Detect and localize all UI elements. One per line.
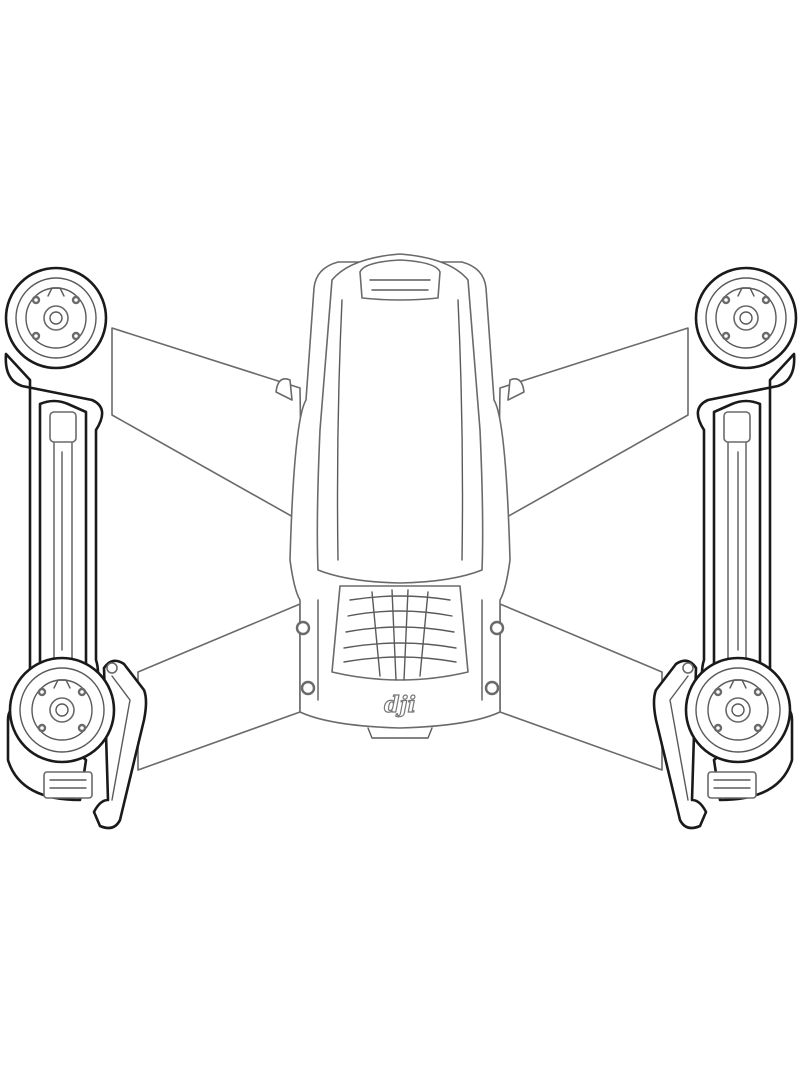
drone-body: dji <box>275 253 525 739</box>
screw-2 <box>489 620 505 636</box>
body-struts <box>111 327 689 771</box>
screw-1 <box>295 620 311 636</box>
dji-logo: dji <box>384 692 416 718</box>
screw-3 <box>300 680 316 696</box>
motor-rear-right <box>684 656 792 799</box>
screw-4 <box>484 680 500 696</box>
motor-rear-left <box>8 656 116 799</box>
motor-front-right <box>694 266 798 370</box>
motor-front-left <box>4 266 108 370</box>
